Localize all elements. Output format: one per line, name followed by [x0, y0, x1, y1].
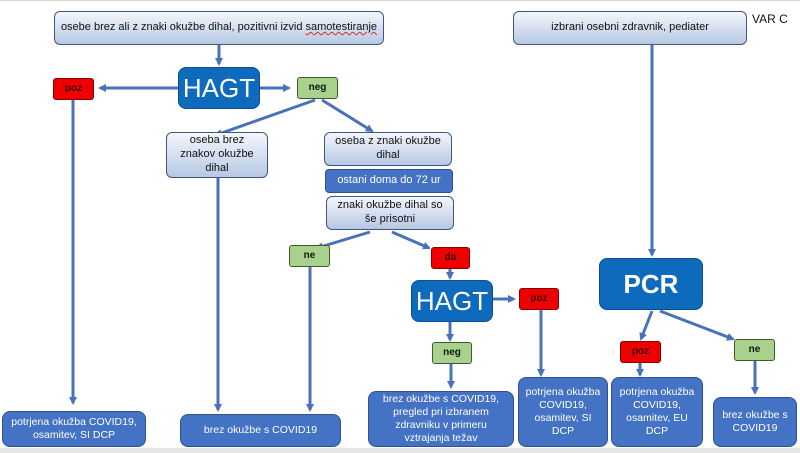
hagt-test-box-2: HAGT: [411, 280, 493, 322]
arrow-still-da: [391, 230, 431, 250]
start-self-test-box: osebe brez ali z znaki okužbe dihal, poz…: [54, 11, 384, 45]
pcr-negative-box: ne: [734, 339, 775, 361]
arrow-pcr-ne: [659, 309, 735, 341]
result-no-infection-2: brez okužbe s COVID19: [713, 397, 797, 447]
hagt1-negative-box: neg: [297, 77, 338, 99]
no-symptoms-box: oseba brez znakov okužbe dihal: [166, 132, 268, 178]
result-no-infection-followup: brez okužbe s COVID19, pregled pri izbra…: [368, 391, 514, 447]
arrow-pcr-poz: [639, 310, 654, 341]
pcr-test-box: PCR: [599, 258, 703, 310]
spellcheck-flagged-word: samotestiranje: [305, 21, 378, 34]
symptoms-no-box: ne: [289, 245, 330, 267]
start-self-test-text: osebe brez ali z znaki okužbe dihal, poz…: [60, 21, 378, 34]
symptoms-yes-box: da: [431, 247, 470, 269]
result-confirmed-eu: potrjena okužba COVID19, osamitev, EU DC…: [611, 377, 703, 447]
hagt2-negative-box: neg: [432, 342, 472, 364]
result-confirmed-si-wide: potrjena okužba COVID19, osamitev, SI DC…: [2, 411, 146, 447]
result-confirmed-si: potrjena okužba COVID19, osamitev, SI DC…: [518, 377, 608, 447]
hagt1-positive-box: poz: [53, 78, 94, 100]
result-no-infection-1: brez okužbe s COVID19: [180, 414, 341, 447]
hagt2-positive-box: poz: [519, 288, 559, 310]
still-symptoms-box: znaki okužbe dihal so še prisotni: [326, 196, 454, 230]
pcr-positive-box: poz: [620, 341, 661, 363]
with-symptoms-box: oseba z znaki okužbe dihal: [324, 132, 452, 166]
start-doctor-box: izbrani osebni zdravnik, pediater: [513, 11, 747, 45]
top-border: [0, 0, 800, 1]
arrow-neg-symptoms: [321, 98, 374, 133]
hagt-test-box-1: HAGT: [178, 67, 260, 109]
stay-home-box: ostani doma do 72 ur: [325, 169, 453, 193]
variant-label: VAR C: [752, 12, 788, 26]
bottom-border: [0, 448, 800, 453]
